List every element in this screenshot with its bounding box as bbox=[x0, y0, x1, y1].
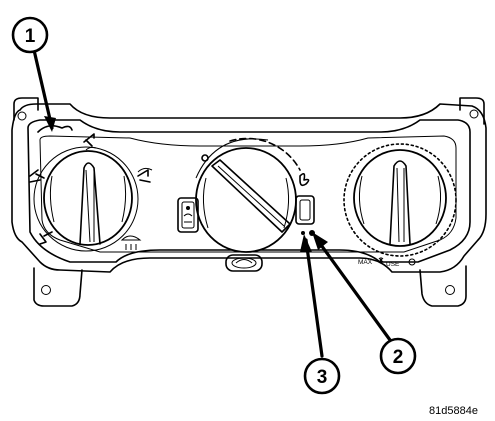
mounting-tab-top-left bbox=[13, 97, 39, 121]
callout-2-number: 2 bbox=[393, 347, 404, 368]
mounting-tab-top-right bbox=[459, 97, 485, 125]
mounting-tab-bottom-left bbox=[33, 267, 83, 307]
floor-icon bbox=[39, 231, 53, 245]
callout-1-number: 1 bbox=[25, 26, 36, 47]
ac-icon bbox=[378, 257, 384, 263]
callout-1: 1 bbox=[11, 16, 73, 133]
indicator-led-3 bbox=[301, 231, 305, 235]
mounting-tab-bottom-right bbox=[419, 265, 467, 307]
panel-vent-icon bbox=[83, 133, 97, 151]
temperature-control-knob bbox=[343, 143, 457, 257]
mode-control-knob bbox=[33, 146, 139, 252]
ac-label-group: MAX USE bbox=[358, 257, 416, 268]
off-icon bbox=[201, 154, 209, 162]
callout-2: 2 bbox=[312, 232, 417, 375]
bi-level-icon bbox=[29, 169, 45, 183]
figure-code: 81d5884e bbox=[429, 405, 478, 417]
callout-3-number: 3 bbox=[317, 367, 328, 388]
rear-defrost-button bbox=[177, 197, 199, 233]
control-panel-bezel bbox=[11, 103, 487, 273]
callout-3: 3 bbox=[300, 234, 341, 395]
max-ac-label: MAX bbox=[358, 259, 373, 266]
blower-control-knob bbox=[195, 137, 301, 253]
recirculation-button bbox=[225, 254, 263, 272]
defrost-icon bbox=[120, 235, 142, 250]
right-small-button bbox=[295, 195, 315, 225]
fan-icon bbox=[299, 172, 310, 187]
defrost-floor-icon bbox=[137, 167, 153, 183]
ac-use-label: USE bbox=[386, 261, 400, 268]
